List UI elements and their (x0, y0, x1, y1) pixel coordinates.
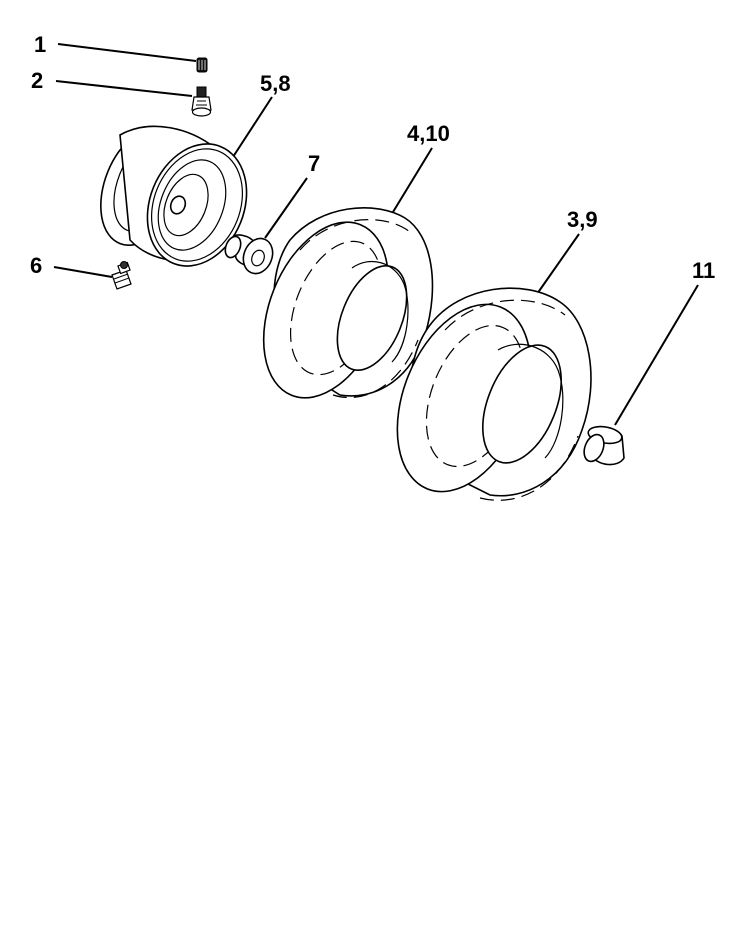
callout-2: 2 (31, 68, 43, 93)
leader-6 (53, 266, 113, 278)
callout-5-8: 5,8 (260, 71, 291, 96)
valve-stem-icon (191, 86, 212, 117)
leader-2 (55, 80, 193, 97)
callout-6: 6 (30, 253, 42, 278)
callout-11: 11 (692, 258, 715, 283)
hub-cap-icon (583, 425, 625, 466)
front-tire-icon (262, 207, 434, 399)
callout-1: 1 (34, 32, 46, 57)
callout-7: 7 (308, 151, 320, 176)
leader-11 (614, 284, 699, 426)
leader-5-8 (230, 96, 273, 161)
grease-fitting-icon (111, 261, 132, 290)
leader-3-9 (536, 233, 580, 295)
valve-cap-icon (196, 57, 208, 73)
rear-tire-icon (396, 287, 592, 501)
callout-4-10: 4,10 (407, 121, 450, 146)
wheel-rim-icon (100, 125, 248, 267)
leader-1 (57, 43, 197, 62)
bushing-icon (224, 234, 274, 275)
leader-4-10 (392, 147, 433, 213)
leader-7 (264, 177, 308, 239)
callout-3-9: 3,9 (567, 207, 598, 232)
